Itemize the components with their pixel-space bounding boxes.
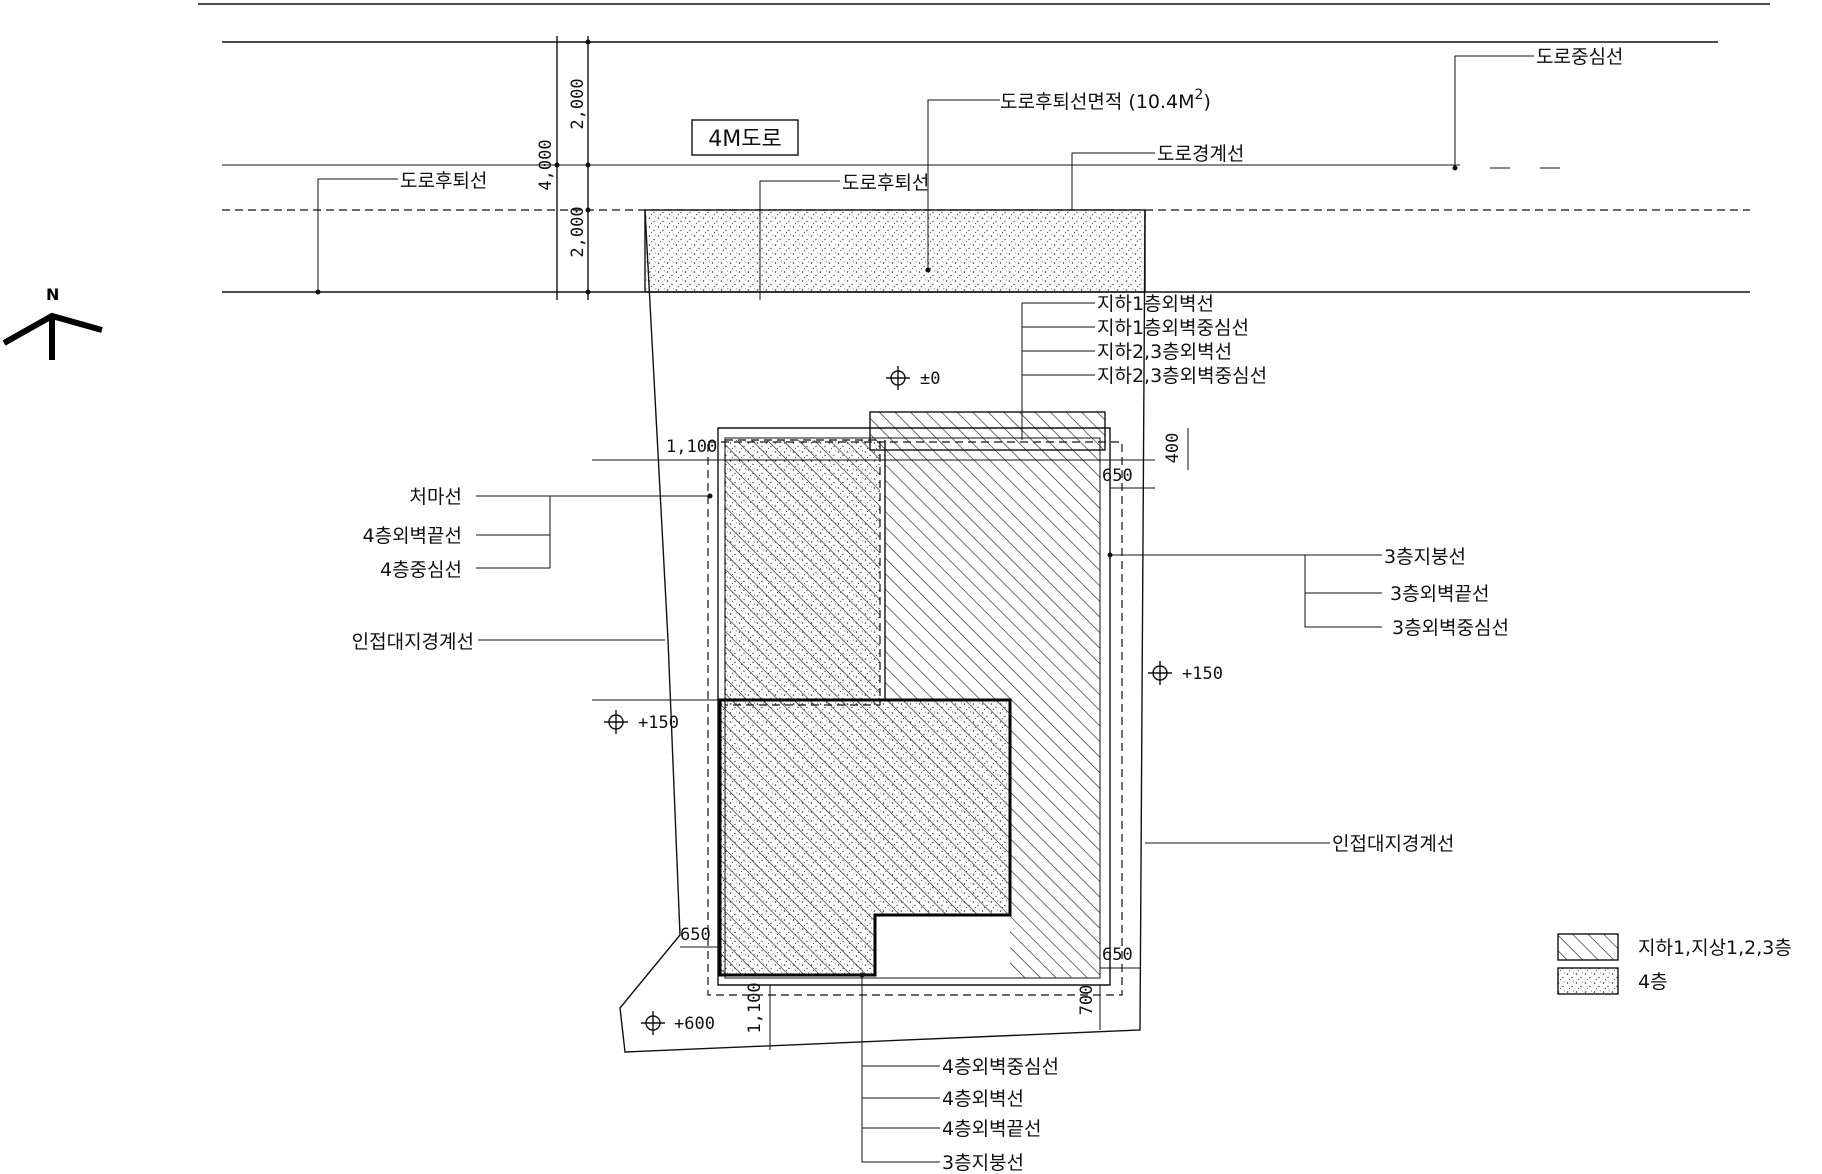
label-b23-wall: 지하2,3층외벽선 xyxy=(1097,341,1232,363)
legend-dots-swatch xyxy=(1558,968,1618,994)
label-4f-center: 4층중심선 xyxy=(380,559,462,581)
north-label: N xyxy=(46,285,59,304)
label-setback-left: 도로후퇴선 xyxy=(400,170,487,192)
level-marker-600: +600 xyxy=(641,1011,715,1035)
leader-3f-wall-end xyxy=(1304,555,1382,594)
label-3f-roof-bottom: 3층지붕선 xyxy=(942,1152,1024,1174)
label-4f-wall-center: 4층외벽중심선 xyxy=(942,1056,1059,1078)
area-4f-upper-dots xyxy=(725,440,880,705)
legend-label-dots: 4층 xyxy=(1638,971,1668,993)
legend-label-hatch: 지하1,지상1,2,3층 xyxy=(1638,937,1792,959)
leader-dot xyxy=(859,972,865,978)
dim-tick xyxy=(585,39,591,45)
label-road-center: 도로중심선 xyxy=(1536,46,1623,68)
leader-road-boundary xyxy=(1071,152,1155,210)
label-setback-mid: 도로후퇴선 xyxy=(842,172,929,194)
leader-setback-area xyxy=(927,99,1000,270)
leader-setback-left xyxy=(317,178,398,292)
dim-650-bottom-right: 650 xyxy=(1102,945,1133,965)
road-name-box xyxy=(691,119,799,156)
dim-650-bottom-left: 650 xyxy=(680,925,711,945)
3f-roof-line xyxy=(718,698,1012,977)
dim-tick xyxy=(554,162,560,168)
dim-1100-top: 1,100 xyxy=(666,437,717,457)
road-name: 4M도로 xyxy=(708,127,781,152)
label-4f-wall-end: 4층외벽끝선 xyxy=(363,525,463,547)
label-3f-wall-end: 3층외벽끝선 xyxy=(1390,583,1490,605)
leader-4f-center xyxy=(476,535,551,569)
label-3f-roof: 3층지붕선 xyxy=(1384,546,1466,568)
level-marker-150-right: +150 xyxy=(1148,661,1223,685)
area-hatched-right xyxy=(885,450,1100,978)
legend-hatch-swatch xyxy=(1558,934,1618,960)
label-b1-wall: 지하1층외벽선 xyxy=(1097,293,1214,315)
leader-dot xyxy=(925,267,931,273)
leader-bottom-group xyxy=(861,975,940,1163)
legend-dots-outline xyxy=(1557,967,1619,995)
leader-road-center xyxy=(1454,55,1534,168)
leader-dot xyxy=(1452,165,1458,171)
label-adjacent-right: 인접대지경계선 xyxy=(1332,833,1454,855)
legend-hatch-outline xyxy=(1557,933,1619,961)
leader-3f-wall-center xyxy=(1304,593,1382,628)
b1-wall-line xyxy=(717,427,1111,986)
dim-road-total: 4,000 xyxy=(536,139,556,190)
leader-dot xyxy=(315,289,321,295)
label-road-boundary: 도로경계선 xyxy=(1157,143,1244,165)
label-adjacent-left: 인접대지경계선 xyxy=(352,631,474,653)
label-4f-wall: 4층외벽선 xyxy=(942,1088,1024,1110)
label-b1-wall-center: 지하1층외벽중심선 xyxy=(1097,317,1249,339)
north-arrow-icon: N xyxy=(2,285,103,360)
leader-b1-wall xyxy=(1021,302,1095,440)
level-150-left-text: +150 xyxy=(638,713,679,733)
top-strip-outline xyxy=(869,411,1106,451)
dim-road-half-top: 2,000 xyxy=(568,78,588,129)
leader-setback-mid xyxy=(759,180,840,300)
level-600-text: +600 xyxy=(674,1014,715,1034)
area-4f-lower-dots xyxy=(720,700,1010,975)
dim-tick xyxy=(585,162,591,168)
leader-4f-end xyxy=(476,496,551,536)
site-boundary xyxy=(619,209,1146,1053)
label-3f-wall-center: 3층외벽중심선 xyxy=(1392,617,1509,639)
level-marker-150-left: +150 xyxy=(604,710,679,734)
leader-dot xyxy=(707,493,713,499)
dim-700: 700 xyxy=(1077,985,1097,1016)
level-150-right-text: +150 xyxy=(1182,664,1223,684)
dim-tick xyxy=(585,207,591,213)
road-setback-area xyxy=(645,210,1145,292)
label-setback-area: 도로후퇴선면적 (10.4M2) xyxy=(1000,87,1211,113)
level-marker-0: ±0 xyxy=(886,366,940,390)
leader-dot xyxy=(1107,552,1113,558)
dim-1100-bottom: 1,100 xyxy=(745,982,765,1033)
legend: 지하1,지상1,2,3층 4층 xyxy=(1557,933,1792,995)
dim-tick xyxy=(585,289,591,295)
area-hatched-top-strip xyxy=(870,412,1105,450)
label-4f-wall-end-bottom: 4층외벽끝선 xyxy=(942,1118,1042,1140)
dim-road-half-bottom: 2,000 xyxy=(568,206,588,257)
label-b23-wall-center: 지하2,3층외벽중심선 xyxy=(1097,365,1267,387)
dim-650-top-right: 650 xyxy=(1102,466,1133,486)
dim-400: 400 xyxy=(1163,433,1183,464)
label-eave-line: 처마선 xyxy=(410,486,462,508)
level-0-text: ±0 xyxy=(920,369,940,389)
b1-wall-center-line xyxy=(724,437,1101,979)
